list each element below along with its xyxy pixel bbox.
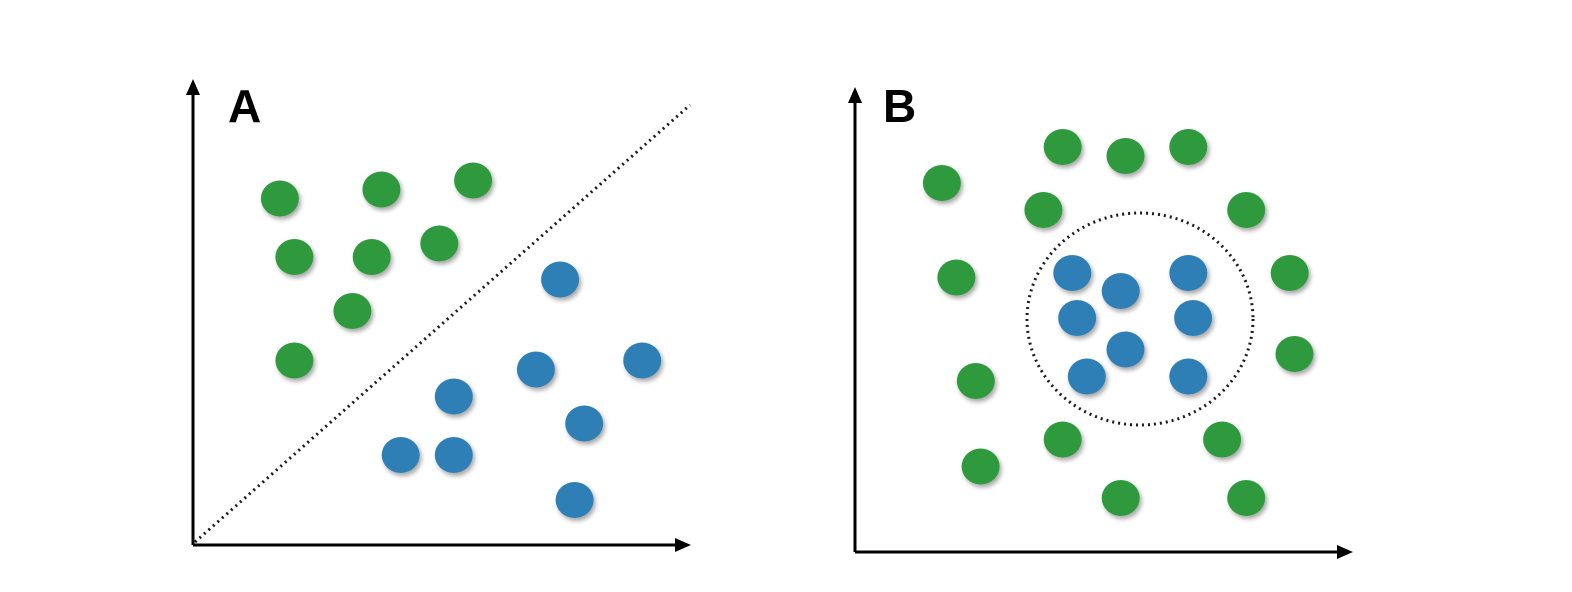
panel-a-green-point [260,180,299,217]
panel-b-green-point [1106,138,1145,174]
panel-a-blue-point [541,261,580,298]
panel-b-green-point [961,448,1000,485]
panel-a-blue-point [516,351,555,388]
panel-b-green-point [1227,480,1266,516]
panel-b-blue-point [1101,273,1140,309]
panel-b-blue-point [1169,358,1208,395]
panel-a-blue-point [434,437,473,473]
panel-a-green-point [352,239,391,275]
panel-a-green-point [454,162,493,199]
panel-b-green-point [956,363,995,399]
panel-b-green-point [1043,421,1082,458]
panel-b-green-point [1101,480,1140,516]
panel-b-blue-point [1058,300,1097,336]
panel-a-points [260,162,662,518]
panel-b-circular-boundary [1025,211,1255,427]
panel-b-blue-point [1169,255,1208,291]
panel-a-linear-boundary [194,103,691,544]
panel-a-green-point [362,171,401,208]
panel-a-green-point [275,342,314,379]
panel-b-blue-point [1067,358,1106,395]
panel-b: B [848,80,1353,559]
panel-a-label: A [228,80,261,132]
panel-a-green-point [275,239,314,275]
panel-b-green-point [1043,129,1082,165]
panel-b-points [922,129,1314,516]
panel-b-green-point [937,259,976,296]
panel-b-label: B [883,80,916,132]
panel-a-blue-point [381,437,420,473]
panel-a-blue-point [565,405,604,442]
panel-b-green-point [1227,192,1266,228]
panel-b-green-point [922,165,961,201]
panel-a-y-axis-arrow-icon [186,79,200,95]
panel-b-green-point [1270,255,1309,291]
panel-b-blue-point [1106,331,1145,368]
panel-b-y-axis-arrow-icon [848,87,862,103]
panel-b-green-point [1024,192,1063,228]
panel-b-blue-point [1053,255,1092,291]
panel-b-blue-point [1174,300,1213,336]
panel-a-blue-point [555,482,594,518]
panel-a-green-point [420,225,459,262]
panel-a-blue-point [434,378,473,415]
panel-b-x-axis-arrow-icon [1337,545,1353,559]
panel-b-green-point [1169,129,1208,165]
panel-a: A [186,79,691,552]
panel-b-green-point [1203,421,1242,458]
panel-a-green-point [333,293,372,329]
panel-a-x-axis-arrow-icon [675,538,691,552]
panel-b-green-point [1275,336,1314,372]
panel-a-blue-point [623,342,662,379]
